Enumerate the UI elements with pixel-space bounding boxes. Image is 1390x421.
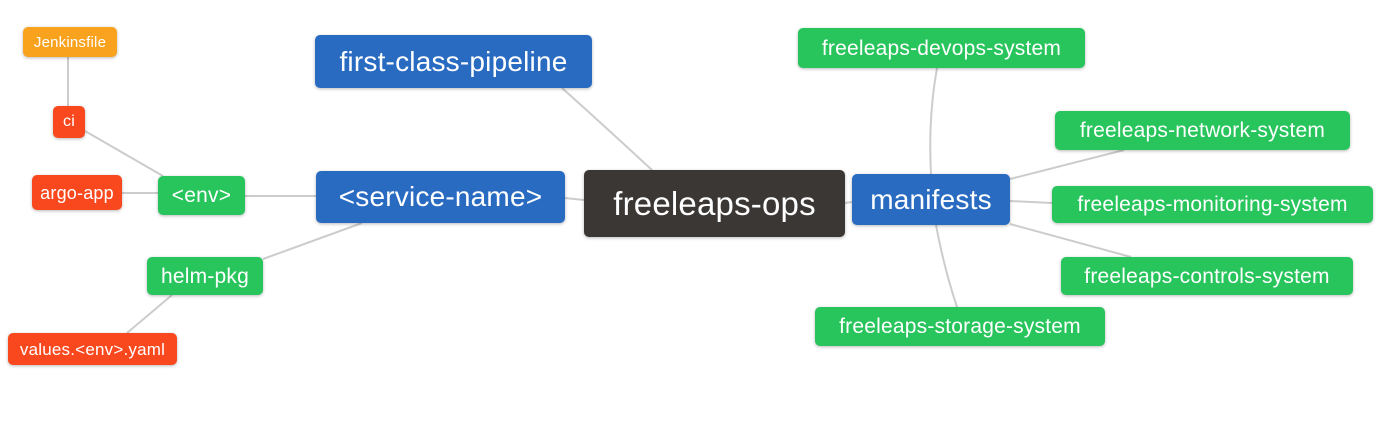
edge-helm-pkg-values-yaml xyxy=(126,294,173,334)
edge-service-name-helm-pkg xyxy=(262,222,363,260)
node-helm-pkg[interactable]: helm-pkg xyxy=(147,257,263,295)
node-freeleaps-monitoring-system[interactable]: freeleaps-monitoring-system xyxy=(1052,186,1373,223)
edge-manifests-network-system xyxy=(1009,149,1125,180)
edge-manifests-devops-system xyxy=(929,67,938,175)
node-freeleaps-controls-system[interactable]: freeleaps-controls-system xyxy=(1061,257,1353,295)
node-jenkinsfile[interactable]: Jenkinsfile xyxy=(23,27,117,57)
node-env[interactable]: <env> xyxy=(158,176,245,215)
edge-first-class-pipeline-freeleaps-ops xyxy=(561,87,653,171)
node-argo-app[interactable]: argo-app xyxy=(32,175,122,210)
node-first-class-pipeline[interactable]: first-class-pipeline xyxy=(315,35,592,88)
node-ci[interactable]: ci xyxy=(53,106,85,138)
node-manifests[interactable]: manifests xyxy=(852,174,1010,225)
node-values-env-yaml[interactable]: values.<env>.yaml xyxy=(8,333,177,365)
node-freeleaps-ops[interactable]: freeleaps-ops xyxy=(584,170,845,237)
edge-freeleaps-ops-manifests xyxy=(844,201,853,204)
node-freeleaps-network-system[interactable]: freeleaps-network-system xyxy=(1055,111,1350,150)
edge-ci-env xyxy=(84,130,164,177)
edge-service-name-freeleaps-ops xyxy=(564,197,585,201)
node-service-name[interactable]: <service-name> xyxy=(316,171,565,223)
node-freeleaps-storage-system[interactable]: freeleaps-storage-system xyxy=(815,307,1105,346)
edge-manifests-monitoring-system xyxy=(1009,200,1053,204)
node-freeleaps-devops-system[interactable]: freeleaps-devops-system xyxy=(798,28,1085,68)
edge-manifests-controls-system xyxy=(1009,223,1132,258)
edge-manifests-storage-system xyxy=(935,224,958,308)
